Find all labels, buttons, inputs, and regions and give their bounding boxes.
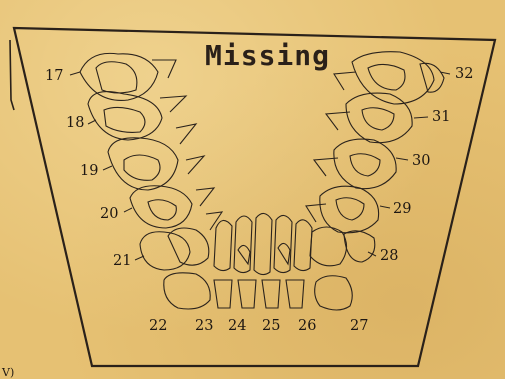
left-molars: [80, 53, 222, 270]
tooth-number-18: 18: [66, 115, 84, 131]
tooth-number-labels: 17 18 19 20 21 22 23 24 25 26 27 28 29 3…: [45, 66, 473, 334]
tooth-number-32: 32: [455, 66, 473, 82]
incisors: [214, 213, 312, 274]
tooth-number-20: 20: [100, 206, 118, 222]
tooth-number-17: 17: [45, 68, 63, 84]
tooth-number-19: 19: [80, 163, 98, 179]
tooth-number-26: 26: [298, 318, 316, 334]
tooth-number-31: 31: [432, 109, 450, 125]
tooth-number-22: 22: [149, 318, 167, 334]
chart-title: Missing: [205, 39, 330, 72]
chart-frame: [14, 28, 495, 366]
tooth-number-28: 28: [380, 248, 398, 264]
tooth-number-27: 27: [350, 318, 368, 334]
tooth-number-30: 30: [412, 153, 430, 169]
tooth-number-21: 21: [113, 253, 131, 269]
lower-front-teeth: [164, 273, 352, 310]
tooth-number-24: 24: [228, 318, 246, 334]
tooth-number-25: 25: [262, 318, 280, 334]
tooth-number-23: 23: [195, 318, 213, 334]
tooth-number-29: 29: [393, 201, 411, 217]
corner-fragment-text: V): [1, 366, 14, 379]
corner-mark: [10, 40, 14, 110]
